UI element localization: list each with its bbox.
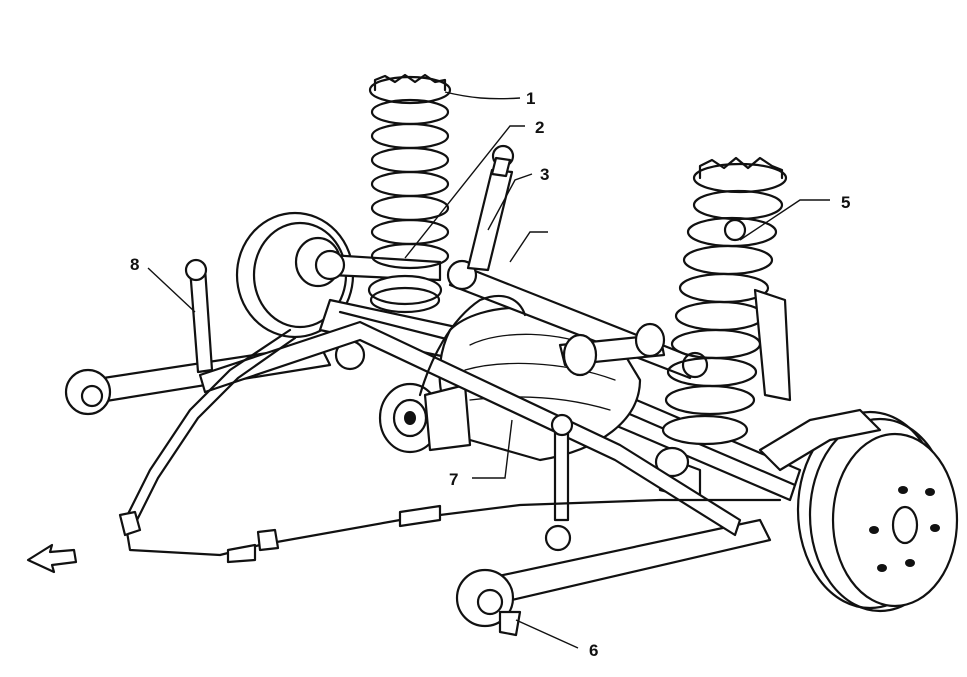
callout-8: 8	[130, 255, 139, 274]
leader-lines	[147, 91, 830, 649]
right-coil-spring	[661, 156, 788, 446]
callout-3: 3	[540, 165, 549, 184]
upper-control-arms	[314, 249, 666, 377]
callout-5: 5	[841, 193, 850, 212]
callout-6: 6	[589, 641, 598, 660]
left-shock-absorber	[466, 144, 515, 272]
callout-2: 2	[535, 118, 544, 137]
left-coil-spring	[367, 73, 452, 314]
stabilizer-bar	[184, 258, 742, 552]
parking-brake-cable	[118, 294, 782, 564]
right-brake-drum	[758, 408, 959, 613]
callout-7: 7	[449, 470, 458, 489]
callout-1: 1	[526, 89, 535, 108]
right-shock-absorber	[753, 288, 792, 402]
callout-labels: 1 2 3 5 6 7 8	[130, 89, 850, 660]
direction-arrow-icon	[26, 543, 78, 574]
